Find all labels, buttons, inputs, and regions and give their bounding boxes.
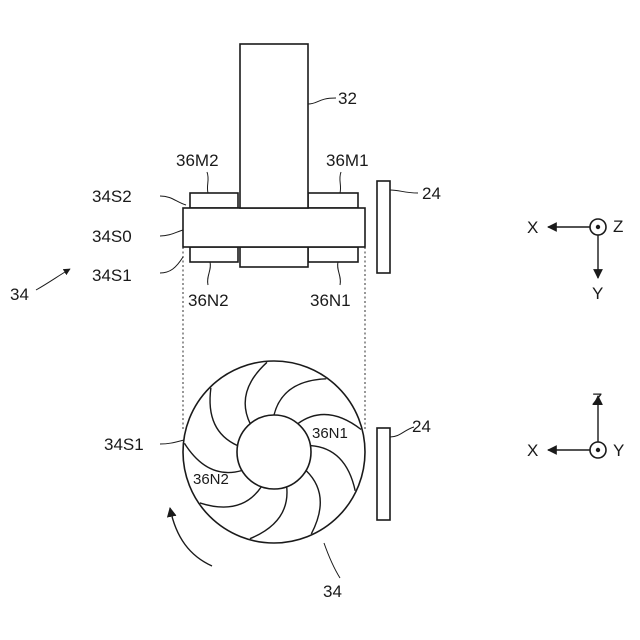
axis-z-dot <box>596 225 600 229</box>
label-34: 34 <box>10 285 29 304</box>
rotor-disk <box>183 208 365 247</box>
leader-34s2 <box>160 196 186 205</box>
leader-24-top <box>390 190 418 193</box>
leader-32 <box>308 98 336 104</box>
leader-34s1-top <box>160 257 183 273</box>
axis-y-label-top: Y <box>592 284 603 303</box>
label-34s1-bottom: 34S1 <box>104 435 144 454</box>
axis-z-label-bottom: Z <box>592 390 602 409</box>
sensor-24-top <box>377 181 390 273</box>
leader-36m1 <box>340 172 341 193</box>
rotation-arrow <box>170 508 212 566</box>
label-36n2-top: 36N2 <box>188 291 229 310</box>
magnet-36n2 <box>190 247 238 262</box>
axis-y-dot <box>596 448 600 452</box>
label-36n2-bottom: 36N2 <box>193 471 229 488</box>
shaft-32 <box>240 44 308 208</box>
magnet-36n1 <box>308 247 358 262</box>
front-view: 24 34S1 36N1 36N2 34 <box>104 361 431 601</box>
axis-y-label-bottom: Y <box>613 441 624 460</box>
leader-24-bottom <box>390 427 414 437</box>
leader-34s1-bottom <box>160 440 184 444</box>
axis-x-label-bottom: X <box>527 441 538 460</box>
leader-34-bottom <box>324 543 340 578</box>
label-36m2: 36M2 <box>176 151 219 170</box>
axes-top: X Z Y <box>527 217 623 303</box>
label-36n1-top: 36N1 <box>310 291 351 310</box>
leader-34 <box>36 269 70 290</box>
leader-34s0 <box>160 230 183 236</box>
axes-bottom: X Z Y <box>527 390 624 460</box>
label-34s1-top: 34S1 <box>92 266 132 285</box>
sensor-24-bottom <box>377 428 390 520</box>
leader-36n2-top <box>208 262 211 285</box>
label-24-bottom: 24 <box>412 417 431 436</box>
label-32: 32 <box>338 89 357 108</box>
axis-x-label-top: X <box>527 218 538 237</box>
leader-36m2 <box>207 172 208 193</box>
label-36n1-bottom: 36N1 <box>312 425 348 442</box>
label-34s2: 34S2 <box>92 187 132 206</box>
shaft-stub <box>240 247 308 267</box>
side-view: 32 36M2 36M1 24 34S2 34S0 34S1 36N2 36N1… <box>10 44 441 310</box>
axis-z-label-top: Z <box>613 217 623 236</box>
label-36m1: 36M1 <box>326 151 369 170</box>
magnet-36m2 <box>190 193 238 208</box>
magnet-36m1 <box>308 193 358 208</box>
label-34-bottom: 34 <box>323 582 342 601</box>
leader-36n1-top <box>338 262 341 285</box>
hub-circle <box>237 415 311 489</box>
label-24-top: 24 <box>422 184 441 203</box>
label-34s0: 34S0 <box>92 227 132 246</box>
